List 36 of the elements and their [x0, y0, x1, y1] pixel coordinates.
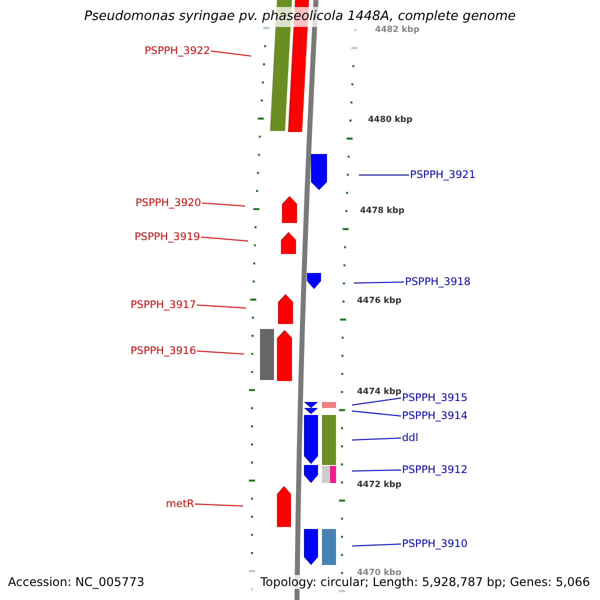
- leader-line: [352, 398, 402, 406]
- gene-label: PSPPH_3915: [402, 392, 468, 404]
- gene-label: PSPPH_3919: [134, 231, 200, 243]
- gene-label: metR: [166, 498, 194, 510]
- scale-label: 4480 kbp: [368, 115, 412, 125]
- gene-label: PSPPH_3920: [135, 197, 201, 209]
- leader-line: [358, 174, 410, 176]
- footer-text: Topology: circular; Length: 5,928,787 bp; Genes: 5,066: [260, 575, 590, 589]
- gene-label: PSPPH_3922: [144, 45, 210, 57]
- gene-label: PSPPH_3914: [402, 410, 468, 422]
- leader-line: [196, 304, 246, 308]
- scale-label: 4470 kbp: [357, 568, 402, 578]
- scale-label: 4482 kbp: [375, 25, 420, 35]
- leader-line: [196, 350, 244, 354]
- leader-line: [194, 504, 244, 506]
- diagram-title: Pseudomonas syringae pv. phaseolicola 1448A, complete genome: [83, 9, 517, 25]
- gene-label: PSPPH_3918: [405, 276, 471, 288]
- gene-label: PSPPH_3916: [130, 345, 196, 357]
- leader-line: [210, 50, 252, 56]
- gene-label: PSPPH_3912: [402, 464, 468, 476]
- leader-line: [352, 410, 402, 416]
- leader-line: [352, 544, 402, 546]
- scale-label: 4472 kbp: [357, 480, 402, 490]
- gene-label: PSPPH_3910: [402, 538, 468, 550]
- gene-label: PSPPH_3917: [130, 299, 196, 311]
- gene-label: PSPPH_3921: [410, 169, 476, 181]
- leader-line: [352, 438, 402, 440]
- leader-line: [352, 470, 402, 472]
- leader-line: [202, 202, 246, 206]
- leader-line: [354, 282, 404, 284]
- leader-line: [200, 236, 248, 242]
- scale-label: 4474 kbp: [357, 387, 402, 397]
- footer-text: Accession: NC_005773: [8, 575, 144, 589]
- scale-label: 4476 kbp: [357, 296, 402, 306]
- gene-label: ddl: [402, 432, 418, 444]
- scale-label: 4478 kbp: [360, 206, 404, 216]
